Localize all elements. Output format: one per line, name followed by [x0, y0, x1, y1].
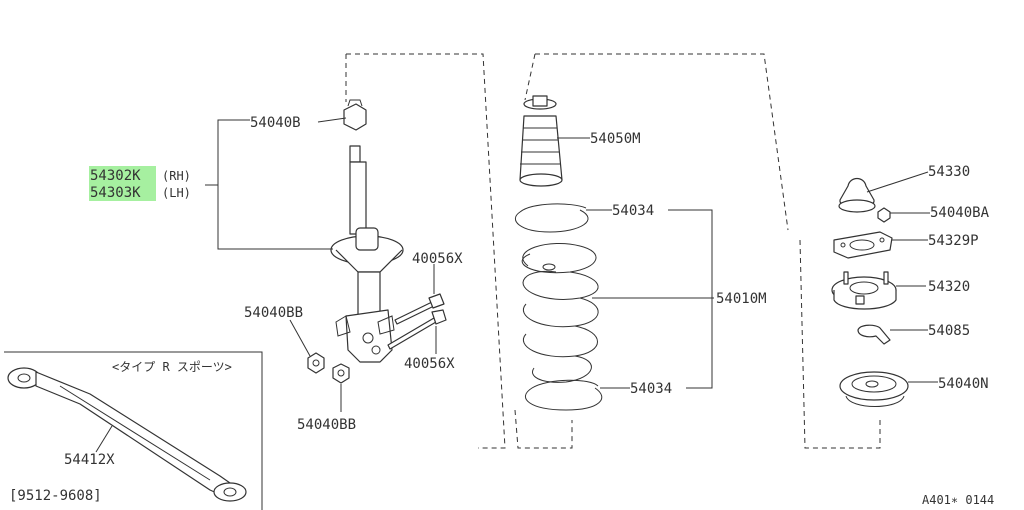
highlight-rh: [89, 166, 156, 184]
label-bound-bumper: 54050M: [590, 131, 641, 147]
washer[interactable]: [857, 324, 891, 345]
label-washer: 54085: [928, 323, 970, 339]
nut-left[interactable]: [307, 352, 325, 374]
label-rh-suffix: (RH): [162, 169, 191, 183]
label-bolt-upper: 40056X: [412, 251, 463, 267]
mount-insulator[interactable]: [831, 271, 897, 310]
label-strut-rh[interactable]: 54302K: [90, 168, 141, 184]
date-range: [9512-9608]: [9, 488, 102, 504]
dashed-group-strut: [345, 53, 506, 449]
plate[interactable]: [833, 231, 893, 259]
label-coil-spring: 54010M: [716, 291, 767, 307]
label-spring-seat-lower: 54034: [630, 381, 672, 397]
cap[interactable]: [838, 177, 876, 213]
bound-bumper[interactable]: [519, 95, 563, 187]
figure-id: A401∗ 0144: [922, 493, 994, 507]
label-mount-nut: 54040BA: [930, 205, 990, 221]
bolt-lower[interactable]: [387, 309, 447, 350]
label-mount-insulator: 54320: [928, 279, 970, 295]
spring-seat-upper[interactable]: [514, 203, 589, 233]
inset-box: [4, 351, 263, 510]
label-strut-bar: 54412X: [64, 452, 115, 468]
label-spring-seat-mount: 54040N: [938, 376, 989, 392]
spring-seat-lower[interactable]: [525, 379, 603, 411]
highlight-lh: [89, 183, 156, 201]
spring-seat-mount[interactable]: [839, 371, 909, 407]
label-plate: 54329P: [928, 233, 979, 249]
label-nut-bottom: 54040BB: [297, 417, 356, 433]
label-cap: 54330: [928, 164, 970, 180]
coil-spring[interactable]: [521, 243, 599, 383]
bolt-upper[interactable]: [394, 293, 445, 325]
inset-title: <タイプ R スポーツ>: [112, 360, 232, 374]
label-lh-suffix: (LH): [162, 186, 191, 200]
dashed-group-spring: [514, 53, 789, 449]
label-spring-seat-upper: 54034: [612, 203, 654, 219]
mount-nut[interactable]: [877, 207, 891, 223]
strut-nut[interactable]: [343, 99, 367, 131]
nut-bottom[interactable]: [332, 363, 350, 384]
shock-absorber-strut[interactable]: [330, 145, 404, 363]
dashed-group-mount: [799, 239, 881, 449]
label-bolt-lower: 40056X: [404, 356, 455, 372]
label-strut-lh[interactable]: 54303K: [90, 185, 141, 201]
label-strut-nut: 54040B: [250, 115, 301, 131]
strut-bar[interactable]: [7, 367, 247, 502]
label-nut-left: 54040BB: [244, 305, 303, 321]
